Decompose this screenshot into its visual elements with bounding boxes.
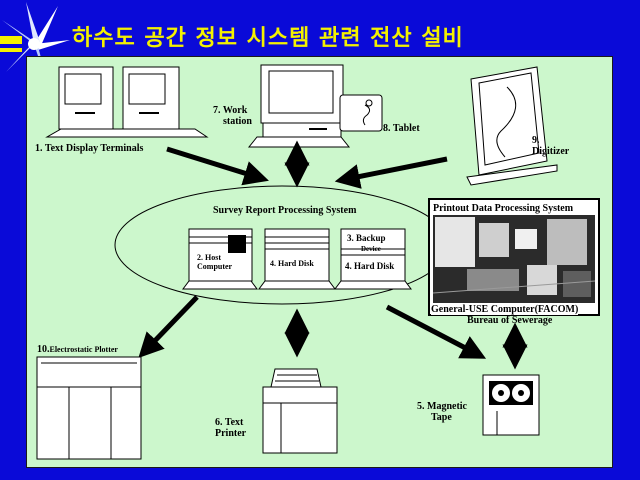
hard-disk-right-number: 4. [345, 261, 352, 271]
host-line1: Host [205, 253, 221, 262]
server-unit-icon [334, 228, 412, 290]
title-stripe-bottom [0, 48, 22, 52]
arrow-terminals [166, 146, 269, 186]
workstation-number: 7. [213, 105, 221, 116]
plotter-number: 10. [37, 344, 50, 355]
tape-line2: Tape [431, 412, 452, 423]
backup-device-label: 3. Backup Device [347, 233, 386, 254]
printer-label: 6. Text Printer [215, 417, 246, 439]
printer-line1: Text [224, 417, 244, 428]
digitizer-number: 9. [532, 135, 540, 146]
host-number: 2. [197, 253, 203, 262]
photo-image [432, 215, 596, 303]
text-terminals-number: 1. [35, 143, 43, 154]
tablet-label: 8. Tablet [383, 123, 420, 134]
survey-system-title: Survey Report Processing System [213, 205, 357, 216]
digitizer-text: Digitizer [532, 146, 570, 157]
starburst-icon [2, 2, 70, 86]
hard-disk-center-number: 4. [270, 259, 276, 268]
workstation-line2: station [223, 116, 252, 127]
arrow-tape [385, 304, 487, 359]
diagram-panel: 1. Text Display Terminals 7. Work statio… [26, 56, 613, 468]
hard-disk-right-text: Hard Disk [354, 261, 395, 271]
tape-number: 5. [417, 401, 425, 412]
hard-disk-center-label: 4. Hard Disk [270, 259, 314, 268]
workstation-icon [247, 64, 351, 148]
plotter-icon [36, 356, 142, 460]
printer-line2: Printer [215, 428, 247, 439]
tablet-icon [339, 94, 383, 132]
server-unit-icon [182, 228, 258, 290]
printout-caption-line2: Bureau of Sewerage [467, 315, 553, 326]
server-unit-icon [258, 228, 336, 290]
printer-number: 6. [215, 417, 223, 428]
computer-terminal-icon [45, 66, 209, 138]
digitizer-label: 9. Digitizer [532, 135, 569, 157]
title-stripe-top [0, 36, 22, 44]
host-line2: Computer [197, 262, 233, 271]
host-computer-label: 2. Host Computer [197, 253, 232, 271]
tape-line1: Magnetic [427, 401, 467, 412]
backup-line1: Backup [356, 233, 386, 243]
backup-line2: Device [361, 245, 381, 253]
slide-title: 하수도 공간 정보 시스템 관련 전산 설비 [72, 26, 464, 51]
printout-system-title: Printout Data Processing System [433, 203, 574, 214]
plotter-text: Electrostatic Plotter [49, 345, 118, 354]
digitizer-icon [466, 66, 558, 186]
plotter-label: 10.Electrostatic Plotter [37, 344, 118, 355]
workstation-label: 7. Work station [213, 105, 252, 127]
system-diagram [36, 64, 600, 460]
tape-drive-icon [482, 374, 540, 436]
hard-disk-center-text: Hard Disk [278, 259, 314, 268]
arrow-plotter [138, 295, 199, 359]
hard-disk-right-label: 4. Hard Disk [345, 261, 394, 271]
text-terminals-text: Text Display Terminals [44, 143, 144, 154]
backup-number: 3. [347, 233, 354, 243]
tablet-number: 8. [383, 123, 391, 134]
magnetic-tape-label: 5. Magnetic Tape [417, 401, 467, 423]
printout-caption-line1: General-USE Computer(FACOM) [431, 304, 579, 315]
text-terminals-label: 1. Text Display Terminals [35, 143, 143, 154]
workstation-line1: Work [222, 105, 248, 116]
tablet-text: Tablet [392, 123, 420, 134]
printer-icon [262, 368, 338, 454]
arrow-digitizer [334, 156, 448, 189]
